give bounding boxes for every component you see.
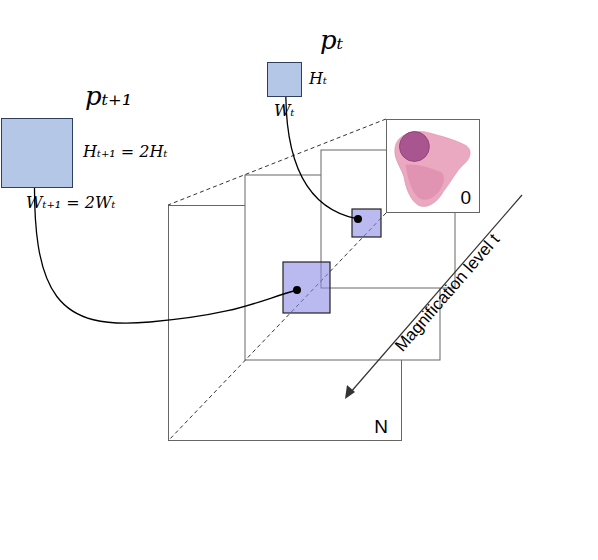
patch-region	[283, 262, 330, 313]
patch-region	[352, 209, 381, 237]
patch-box: pₜHₜWₜ	[267, 62, 302, 97]
dashed-guide	[168, 119, 386, 205]
axis-arrow	[350, 195, 522, 393]
level-number: 0	[460, 188, 471, 207]
patch-title: pₜ₊₁	[85, 83, 132, 109]
leader-curve	[34, 160, 297, 323]
patch-title: pₜ	[320, 27, 343, 53]
leader-curve	[286, 82, 358, 219]
dimension-label: Hₜ	[309, 71, 327, 87]
dimension-label: Hₜ₊₁ = 2Hₜ	[83, 144, 167, 160]
dimension-label: Wₜ₊₁ = 2Wₜ	[26, 195, 115, 211]
patch-box: pₜ₊₁Hₜ₊₁ = 2HₜWₜ₊₁ = 2Wₜ	[1, 118, 73, 188]
level-number: N	[374, 417, 388, 436]
dimension-label: Wₜ	[274, 103, 294, 119]
